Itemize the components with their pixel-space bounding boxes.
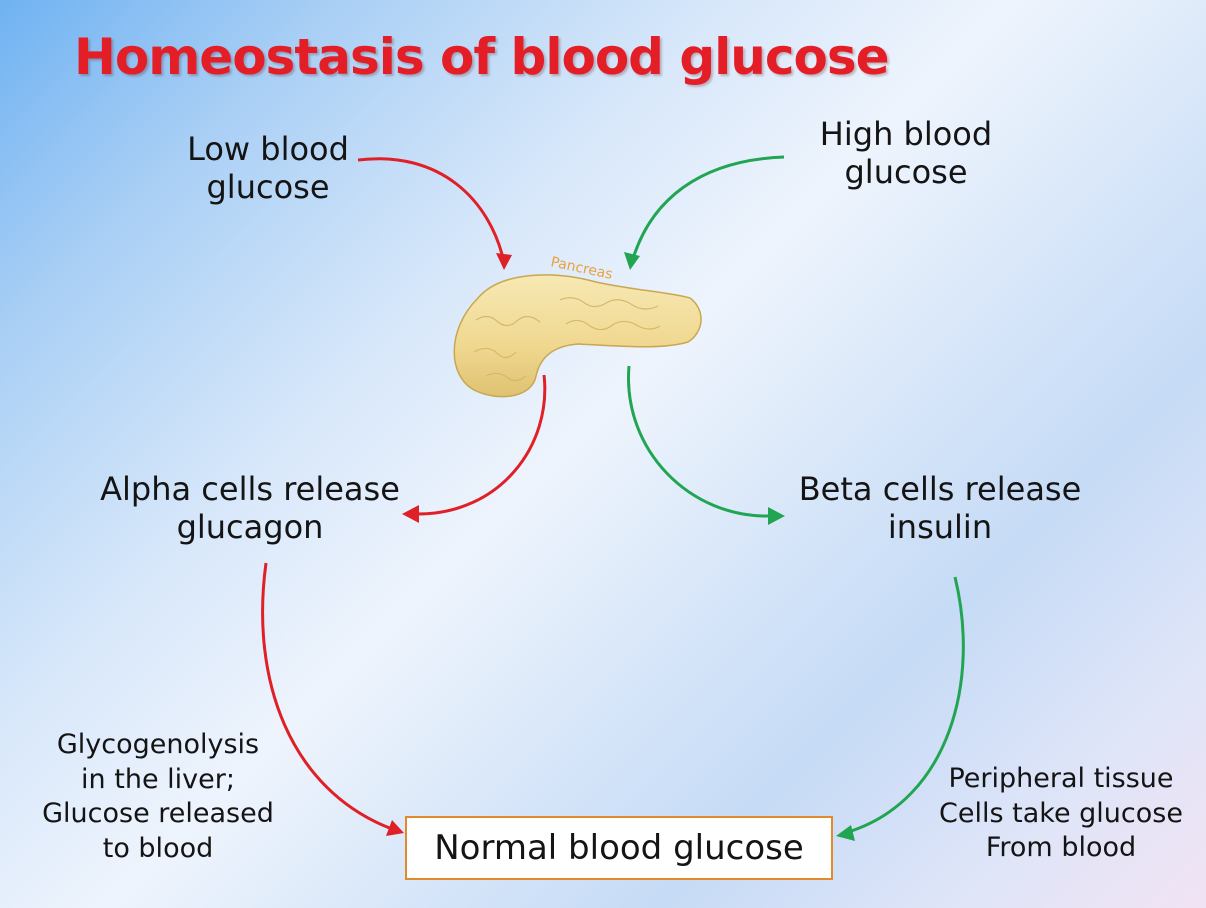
label-line: glucose: [138, 168, 398, 206]
label-line: to blood: [8, 832, 308, 867]
label-line: Alpha cells release: [60, 470, 440, 508]
label-line: insulin: [760, 508, 1120, 546]
normal-blood-glucose-box: Normal blood glucose: [405, 816, 833, 880]
label-line: Glucose released: [8, 797, 308, 832]
peripheral-effect-label: Peripheral tissue Cells take glucose Fro…: [916, 762, 1206, 866]
high-blood-glucose-label: High blood glucose: [776, 115, 1036, 192]
beta-cells-label: Beta cells release insulin: [760, 470, 1120, 547]
label-line: Peripheral tissue: [916, 762, 1206, 797]
label-line: Cells take glucose: [916, 797, 1206, 832]
diagram-title: Homeostasis of blood glucose: [74, 28, 889, 86]
label-line: From blood: [916, 831, 1206, 866]
label-line: Glycogenolysis: [8, 728, 308, 763]
pancreas-image: Pancreas: [454, 254, 701, 396]
label-line: High blood: [776, 115, 1036, 153]
liver-effect-label: Glycogenolysis in the liver; Glucose rel…: [8, 728, 308, 866]
label-line: glucose: [776, 153, 1036, 191]
low-blood-glucose-label: Low blood glucose: [138, 130, 398, 207]
arrow-high-to-pancreas: [624, 157, 784, 270]
label-line: in the liver;: [8, 763, 308, 798]
label-line: Beta cells release: [760, 470, 1120, 508]
alpha-cells-label: Alpha cells release glucagon: [60, 470, 440, 547]
label-line: glucagon: [60, 508, 440, 546]
label-line: Low blood: [138, 130, 398, 168]
